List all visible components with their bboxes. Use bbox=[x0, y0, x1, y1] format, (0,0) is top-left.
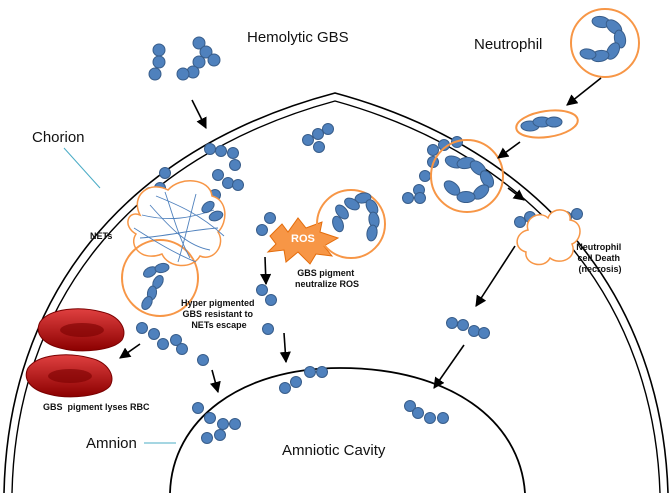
neutrophil-chorion bbox=[430, 139, 504, 213]
pigmented-gbs-in-neutrophil bbox=[332, 192, 380, 242]
process-arrows bbox=[119, 77, 602, 394]
gbs-lyses-rbc-label: GBS pigment lyses RBC bbox=[43, 402, 150, 412]
neutrophil-migrating-nucleus bbox=[520, 116, 563, 132]
chorion-label: Chorion bbox=[32, 129, 85, 146]
amnion-membrane bbox=[169, 367, 526, 493]
rbc-cells bbox=[25, 308, 125, 398]
hyper-pigmented-line-3: NETs escape bbox=[191, 320, 246, 330]
hemolytic-gbs-label: Hemolytic GBS bbox=[247, 29, 349, 46]
neutrophil-top-nucleus bbox=[579, 15, 627, 63]
hyper-pigmented-line-1: Hyper pigmented bbox=[181, 298, 255, 308]
neutrophil-top bbox=[570, 8, 640, 78]
amnion-label: Amnion bbox=[86, 435, 137, 452]
nets-neutrophil bbox=[121, 180, 226, 317]
chorion-membrane bbox=[3, 92, 669, 493]
ros-label: ROS bbox=[291, 233, 315, 245]
chorion-leader-line bbox=[63, 147, 101, 189]
neutrophil-death-line-1: Neutrophil bbox=[576, 242, 621, 252]
neutrophil-chorion-nucleus bbox=[443, 155, 495, 203]
neutrophil-label: Neutrophil bbox=[474, 36, 542, 53]
neutrophil-necrotic bbox=[516, 209, 581, 266]
neutrophil-death-line-3: (necrosis) bbox=[578, 264, 621, 274]
gbs-pigment-ros-line-1: GBS pigment bbox=[297, 268, 354, 278]
neutrophil-ros-cell bbox=[316, 189, 386, 259]
ros-burst bbox=[266, 217, 340, 265]
gbs-pigment-ros-line-2: neutralize ROS bbox=[295, 279, 359, 289]
neutrophil-death-label: Neutrophil cell Death (necrosis) bbox=[576, 242, 624, 274]
hyper-pigmented-line-2: GBS resistant to bbox=[182, 309, 253, 319]
neutrophil-migrating bbox=[515, 109, 579, 139]
gbs-pigment-ros-label: GBS pigment neutralize ROS bbox=[295, 268, 359, 289]
amniotic-cavity-label: Amniotic Cavity bbox=[282, 442, 386, 459]
gbs-bacteria-group bbox=[136, 36, 583, 444]
neutrophil-death-line-2: cell Death bbox=[577, 253, 620, 263]
nets-label: NETs bbox=[90, 231, 112, 241]
hyper-pigmented-label: Hyper pigmented GBS resistant to NETs es… bbox=[181, 298, 257, 330]
